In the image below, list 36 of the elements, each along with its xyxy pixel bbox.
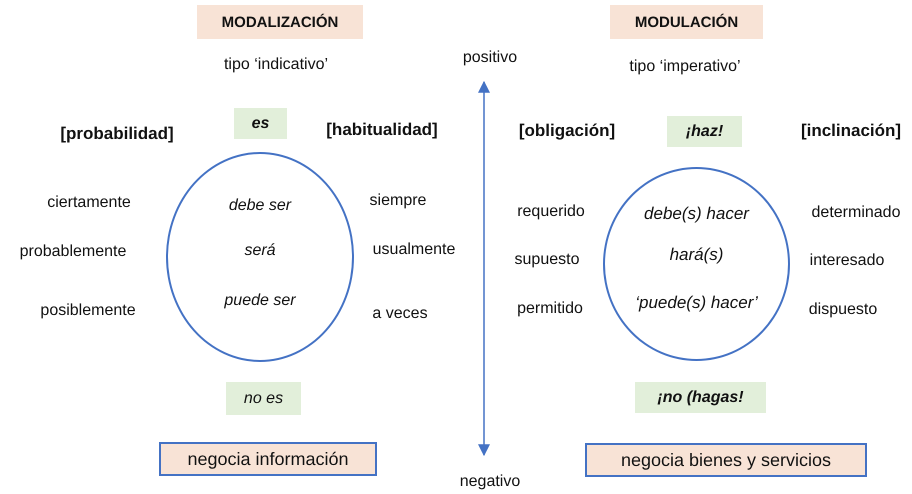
scale-label: posiblemente [40, 302, 136, 320]
type-label: tipo ‘indicativo’ [224, 56, 328, 74]
scale-label: siempre [370, 192, 426, 210]
scale-label: supuesto [514, 251, 580, 269]
scale-label: determinado [812, 204, 900, 222]
highlight-box: no es [226, 382, 301, 415]
scale-label: permitido [517, 300, 583, 318]
scale-label: a veces [372, 305, 428, 323]
pole-label: negativo [460, 473, 520, 491]
type-label: tipo ‘imperativo’ [629, 58, 741, 76]
modal-expression: ‘puede(s) hacer’ [635, 293, 758, 313]
scale-label: probablemente [20, 243, 126, 261]
modal-expression: debe(s) hacer [644, 204, 749, 224]
outcome-box: negocia bienes y servicios [585, 443, 867, 477]
circle [166, 152, 354, 362]
highlight-box: ¡no (hagas! [635, 382, 766, 413]
scale-label: ciertamente [47, 194, 131, 212]
modal-expression: debe ser [228, 197, 292, 215]
category-label: [habitualidad] [326, 120, 438, 140]
outcome-box: negocia información [159, 442, 377, 476]
modal-expression: será [244, 242, 276, 260]
heading-box: MODALIZACIÓN [197, 5, 363, 39]
circle [603, 167, 790, 361]
category-label: [inclinación] [800, 121, 902, 141]
category-label: [obligación] [518, 121, 616, 141]
highlight-box: es [234, 108, 287, 139]
scale-label: usualmente [372, 241, 456, 259]
category-label: [probabilidad] [60, 124, 174, 144]
heading-box: MODULACIÓN [610, 5, 763, 39]
modal-expression: hará(s) [670, 245, 724, 265]
highlight-box: ¡haz! [667, 116, 742, 147]
modal-expression: puede ser [224, 292, 296, 310]
scale-label: interesado [810, 252, 884, 270]
scale-label: dispuesto [808, 301, 878, 319]
scale-label: requerido [517, 203, 585, 221]
pole-label: positivo [462, 49, 518, 67]
